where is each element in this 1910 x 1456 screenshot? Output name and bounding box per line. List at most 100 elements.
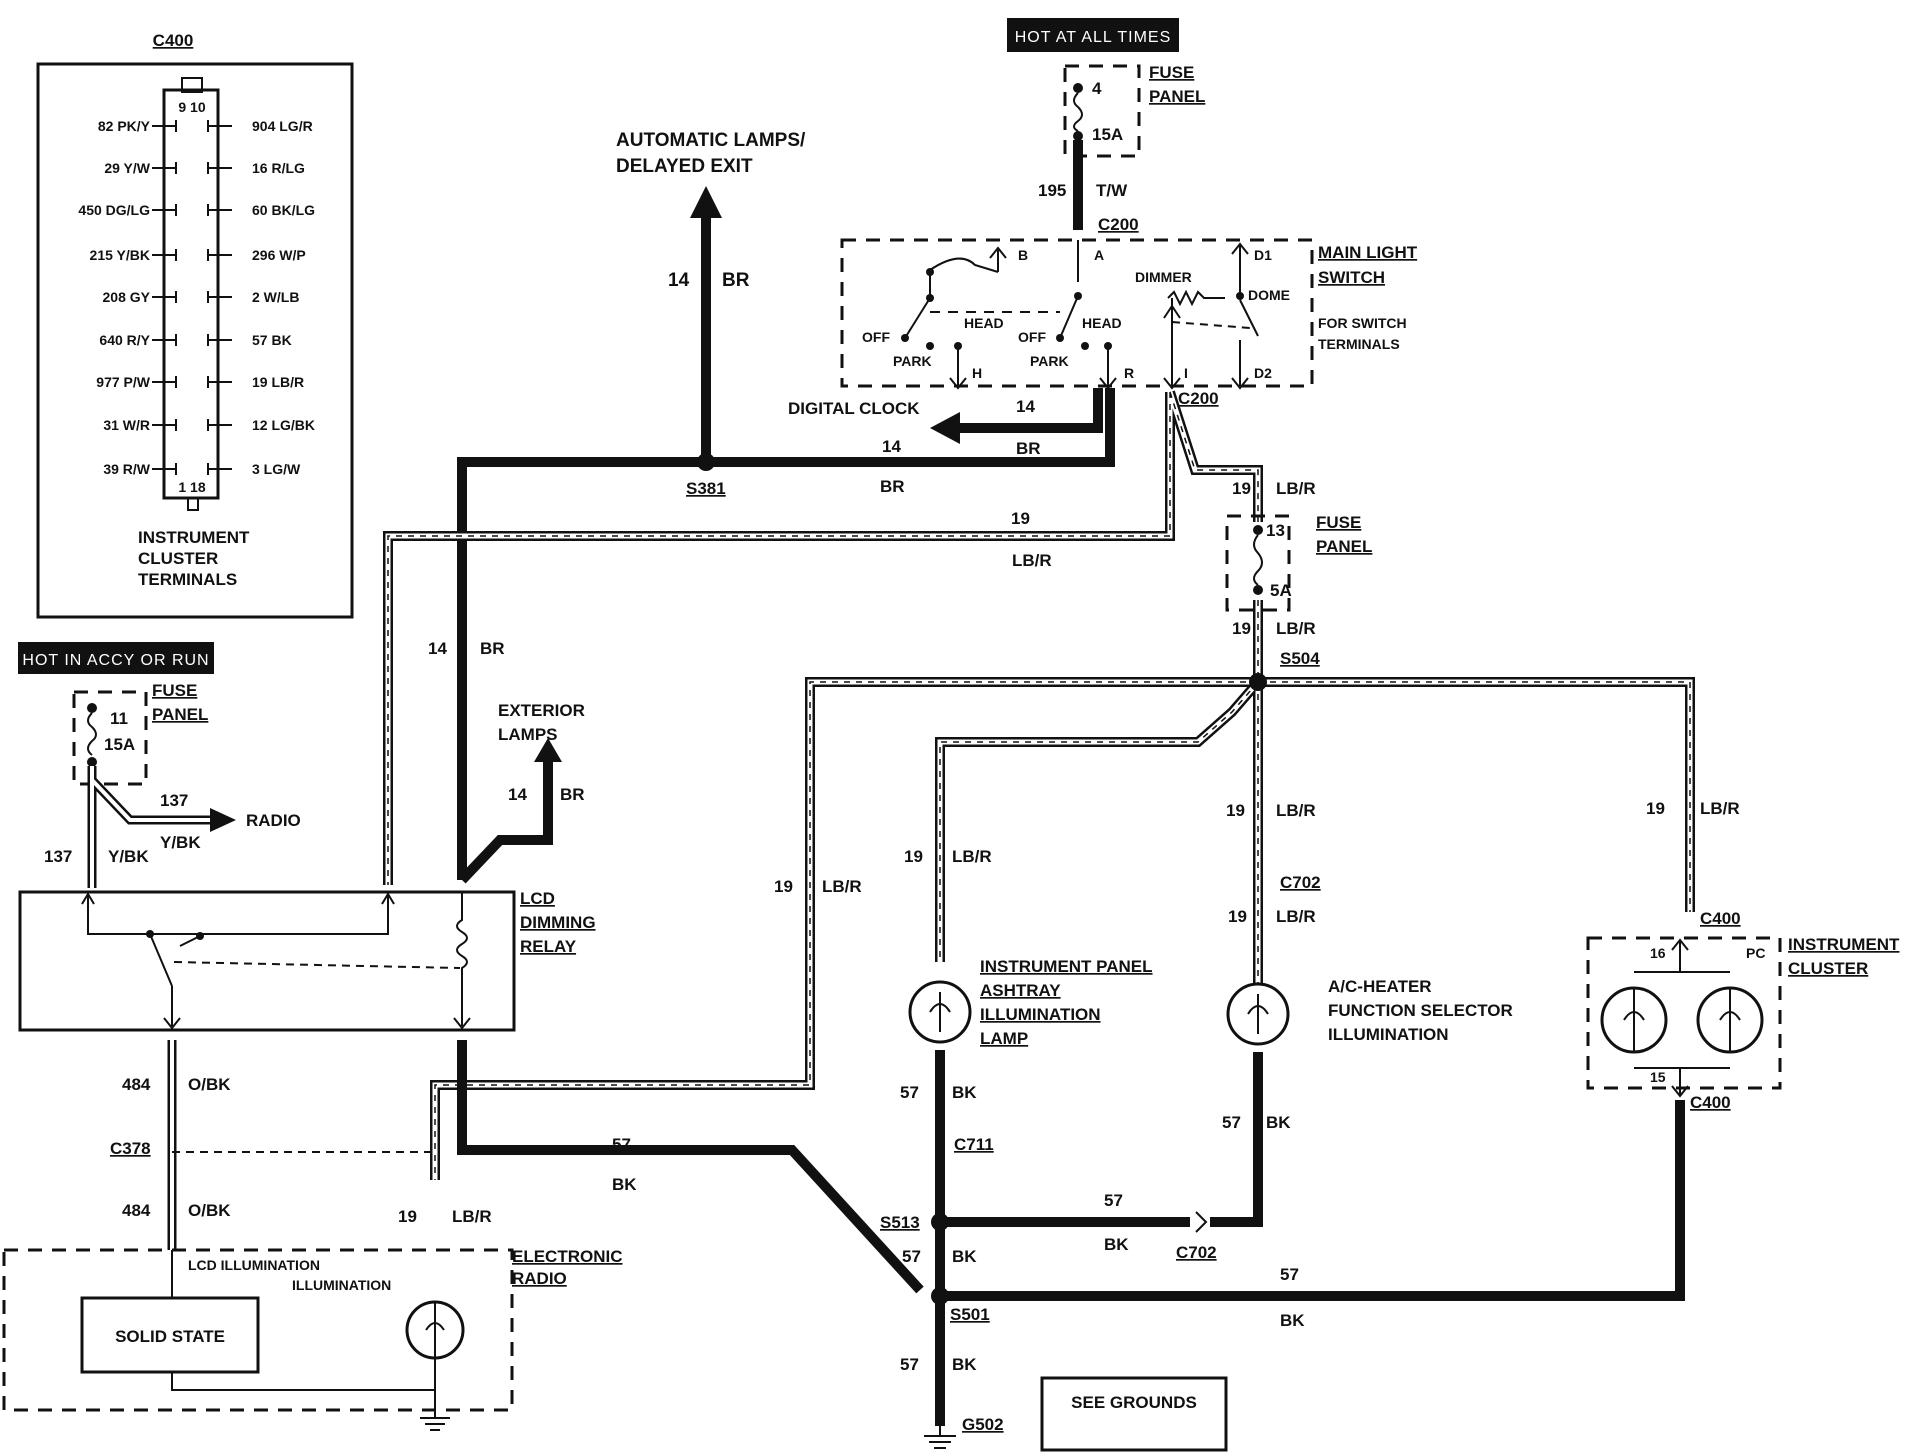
left-pin-label: 977 P/W xyxy=(96,374,150,390)
fuse-left: 11 15A FUSE PANEL xyxy=(72,681,208,786)
wire-label-ybk-b: Y/BK xyxy=(108,847,149,866)
switch-note-1: FOR SWITCH xyxy=(1318,315,1407,331)
terminal-d1-arrow xyxy=(1231,242,1249,296)
wire-label-57-g: 57 xyxy=(900,1355,919,1374)
wire-14-br-main xyxy=(457,388,1115,880)
conn-c200-bottom: C200 xyxy=(1178,389,1219,408)
wire-label-19-ac: 19 xyxy=(1226,801,1245,820)
solid-state-label: SOLID STATE xyxy=(115,1327,225,1346)
br-circuit: 14 BR 14 BR 14 BR 14 BR 14 BR S381 AUTOM… xyxy=(428,130,1115,884)
wire-label-19-top: 19 xyxy=(1011,509,1030,528)
term-h: H xyxy=(972,365,982,381)
right-pin-label: 2 W/LB xyxy=(252,289,299,305)
lcd-dimming-relay: LCD DIMMING RELAY xyxy=(18,889,596,1032)
pin-tick xyxy=(152,334,232,346)
badge-text: HOT AT ALL TIMES xyxy=(1015,29,1172,46)
fuse-label-1: FUSE xyxy=(1316,513,1361,532)
radio-ground-icon xyxy=(420,1358,450,1431)
left-head: HEAD xyxy=(964,315,1004,331)
pin-tick xyxy=(152,376,232,388)
wire-label-19-cl: 19 xyxy=(1646,799,1665,818)
relay-label-3: RELAY xyxy=(520,937,577,956)
fuse-label-1: FUSE xyxy=(1149,63,1194,82)
wire-label-lbr-top: LB/R xyxy=(1012,551,1052,570)
left-pin-label: 215 Y/BK xyxy=(90,247,150,263)
wire-195-color: T/W xyxy=(1096,181,1128,200)
fuse-label-2: PANEL xyxy=(152,705,208,724)
fuse-mid: 13 5A FUSE PANEL xyxy=(1225,513,1372,612)
wire-label-lbr-cl: LB/R xyxy=(1700,799,1740,818)
wire-label-57-ash: 57 xyxy=(900,1083,919,1102)
wire-label-br-main: BR xyxy=(880,477,905,496)
ashtray-label-4: LAMP xyxy=(980,1029,1028,1048)
arrow-auto-lamps xyxy=(690,186,722,218)
wire-label-br-clock: BR xyxy=(1016,439,1041,458)
fuse-amp: 15A xyxy=(1092,125,1123,144)
arrow-digital-clock xyxy=(930,412,960,444)
fuse-amp: 5A xyxy=(1270,581,1292,600)
switch-label-2: SWITCH xyxy=(1318,268,1385,287)
wire-label-bk-acv: BK xyxy=(1266,1113,1291,1132)
see-grounds-note: SEE GROUNDS xyxy=(1040,1376,1228,1452)
wire-label-br-ext: BR xyxy=(560,785,585,804)
conn-c400-top: C400 xyxy=(1700,909,1741,928)
wire-label-484-a: 484 xyxy=(122,1075,151,1094)
fuse-label-2: PANEL xyxy=(1316,537,1372,556)
ac-label-2: FUNCTION SELECTOR xyxy=(1328,1001,1513,1020)
fuse-label-1: FUSE xyxy=(152,681,197,700)
switch-blade-middle xyxy=(1059,295,1079,339)
splice-s501 xyxy=(931,1287,949,1305)
conn-c200-top: C200 xyxy=(1098,215,1139,234)
wire-label-lbr-ash: LB/R xyxy=(952,847,992,866)
term-b: B xyxy=(1018,247,1028,263)
switch-label-1: MAIN LIGHT xyxy=(1318,243,1418,262)
bk-ground-circuit: 57 BK 57 BK 57 BK 57 BK 57 BK 57 BK 57 B… xyxy=(457,1040,1731,1449)
exterior-1: EXTERIOR xyxy=(498,701,585,720)
digital-clock: DIGITAL CLOCK xyxy=(788,399,920,418)
term-d2: D2 xyxy=(1254,365,1272,381)
fuse-element-icon xyxy=(87,712,97,756)
dimmer-label: DIMMER xyxy=(1135,269,1192,285)
fuse-element-icon xyxy=(1253,534,1263,586)
relay-label-1: LCD xyxy=(520,889,555,908)
connector-body xyxy=(162,88,220,500)
electronic-radio: ELECTRONIC RADIO LCD ILLUMINATION ILLUMI… xyxy=(2,1247,623,1431)
wire-57-bk-relay xyxy=(457,1040,924,1294)
left-pin-label: 640 R/Y xyxy=(99,332,150,348)
badge-hot-at-all-times: HOT AT ALL TIMES xyxy=(1007,18,1179,52)
left-off: OFF xyxy=(862,329,890,345)
terminal-b-arrow xyxy=(989,246,1007,272)
conn-c400-bottom: C400 xyxy=(1690,1093,1731,1112)
conn-g502: G502 xyxy=(962,1415,1004,1434)
pin-tick xyxy=(152,249,232,261)
pin-tick xyxy=(152,162,232,174)
conn-c702-bottom: C702 xyxy=(1176,1243,1217,1262)
wire-14-br-clock xyxy=(950,388,1103,433)
wire-label-19-radio: 19 xyxy=(398,1207,417,1226)
wire-label-14-clock: 14 xyxy=(1016,397,1035,416)
pin-tick xyxy=(152,204,232,216)
splice-s513 xyxy=(931,1213,949,1231)
wire-label-obk-a: O/BK xyxy=(188,1075,231,1094)
ashtray-label-2: ASHTRAY xyxy=(980,981,1061,1000)
term-d1: D1 xyxy=(1254,247,1272,263)
left-pin-label: 82 PK/Y xyxy=(98,118,151,134)
pin-tick xyxy=(152,120,232,132)
switch-note-2: TERMINALS xyxy=(1318,336,1400,352)
left-pin-label: 39 R/W xyxy=(103,461,150,477)
instrument-cluster: INSTRUMENT CLUSTER 16 PC 15 xyxy=(1586,935,1900,1098)
cluster-pin-15: 15 xyxy=(1650,1069,1666,1085)
wire-label-bk-ash: BK xyxy=(952,1083,977,1102)
fuse-top: 4 15A FUSE PANEL xyxy=(1063,63,1205,158)
fuse-number: 11 xyxy=(110,709,128,728)
mid-head: HEAD xyxy=(1082,315,1122,331)
exterior-2: LAMPS xyxy=(498,725,558,744)
wire-label-14-left: 14 xyxy=(428,639,447,658)
wire-label-57-acv: 57 xyxy=(1222,1113,1241,1132)
radio-inner-1: LCD ILLUMINATION xyxy=(188,1257,320,1273)
right-pin-label: 60 BK/LG xyxy=(252,202,315,218)
panel-title: C400 xyxy=(153,31,194,50)
